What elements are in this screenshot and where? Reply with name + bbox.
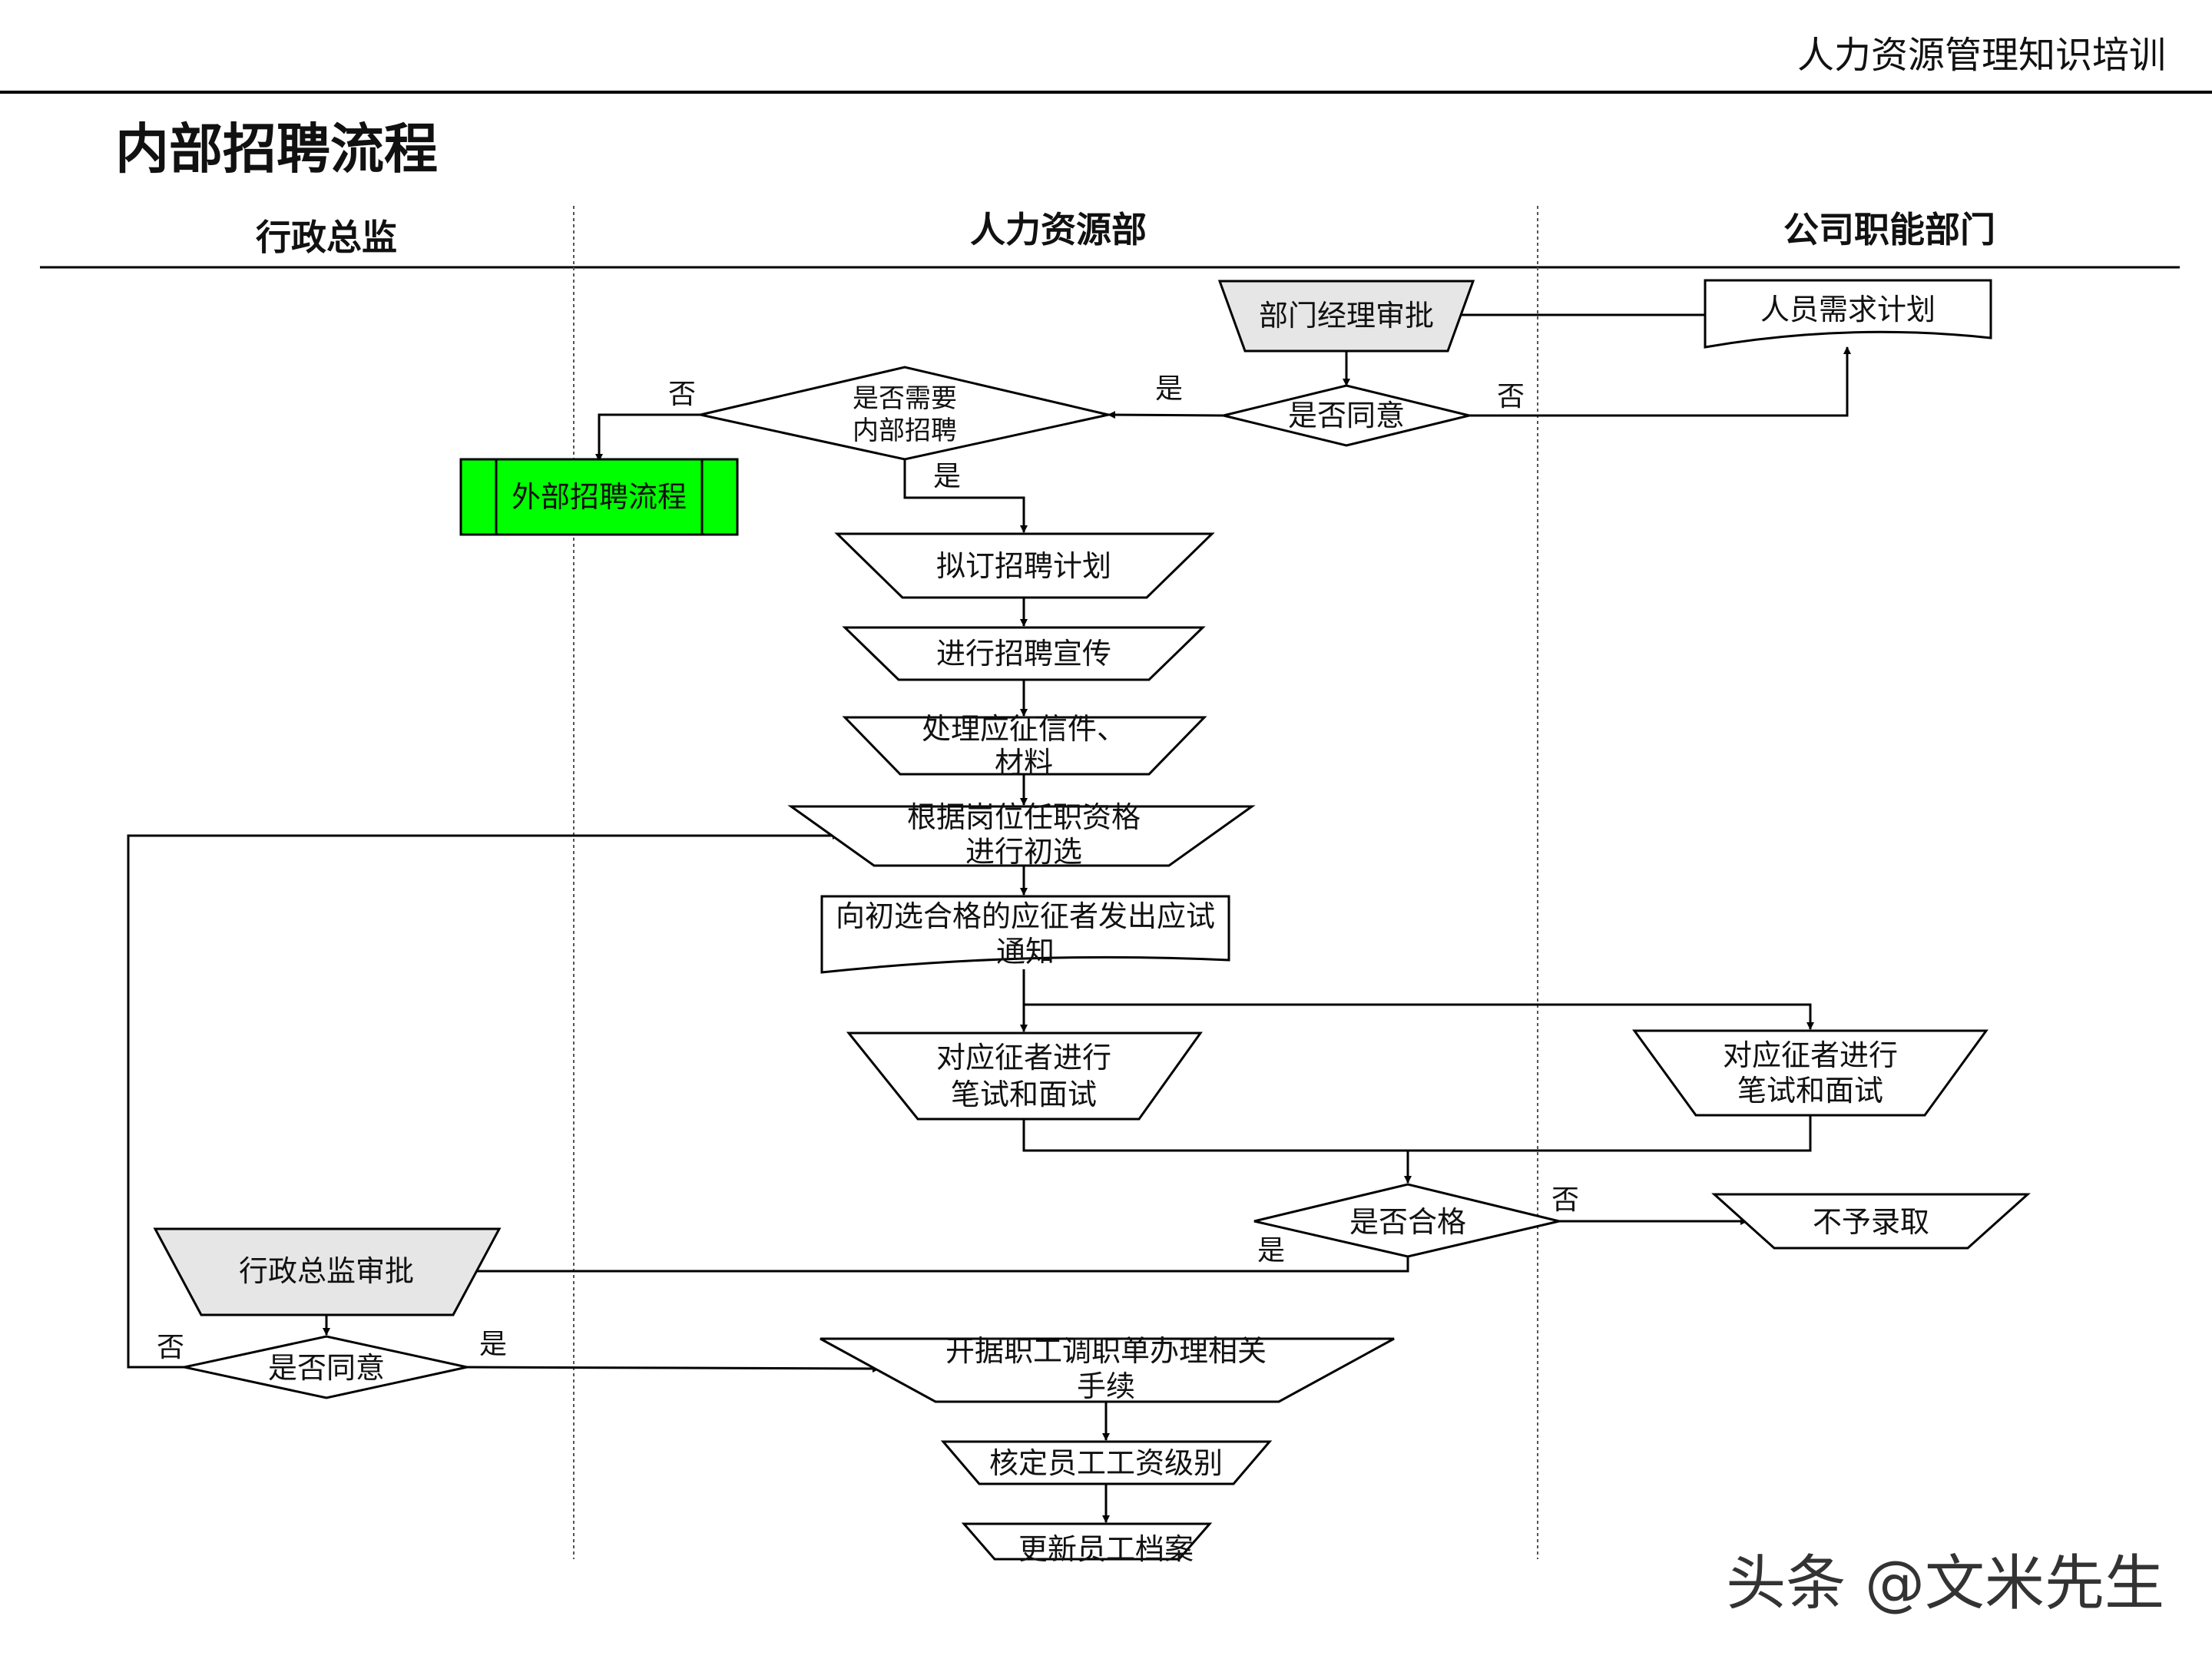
line-hr-interview-merge (1022, 1115, 1812, 1152)
label-agree2-no: 否 (157, 1332, 184, 1363)
node-initial-screening: 根据岗位任职资格 进行初选 (787, 800, 1256, 869)
label-qualified-yes: 是 (1257, 1235, 1285, 1267)
svg-text:处理应征信件、: 处理应征信件、 (922, 712, 1126, 746)
svg-text:笔试和面试: 笔试和面试 (1737, 1074, 1883, 1108)
lane-functional-departments: 公司职能部门 (1783, 209, 1995, 250)
node-dept-exam-interview: 对应征者进行 笔试和面试 (1632, 1029, 1988, 1117)
arrow-agree2-yes-to-transfer (466, 1364, 880, 1373)
node-staff-demand-plan: 人员需求计划 (1704, 279, 1992, 349)
svg-text:内部招聘: 内部招聘 (853, 416, 957, 446)
svg-text:是否同意: 是否同意 (268, 1351, 385, 1385)
svg-text:更新员工档案: 更新员工档案 (1018, 1532, 1194, 1566)
arrow-agree2-no-to-screening (127, 832, 840, 1369)
arrow-agree-no-to-demand (1469, 346, 1851, 417)
label-qualified-no: 否 (1551, 1184, 1579, 1216)
arrow-qualified-yes-to-director (465, 1257, 1409, 1275)
svg-text:是否合格: 是否合格 (1349, 1205, 1466, 1239)
watermark: 头条 @文米先生 (1726, 1549, 2164, 1618)
svg-text:是否同意: 是否同意 (1288, 399, 1405, 432)
lane-admin-director: 行政总监 (256, 217, 397, 258)
arrow-need-no-to-external (595, 413, 700, 462)
svg-text:通知: 通知 (996, 935, 1055, 969)
node-not-hired: 不予录取 (1711, 1193, 2031, 1250)
svg-text:对应征者进行: 对应征者进行 (936, 1041, 1111, 1075)
node-recruit-publicity: 进行招聘宣传 (842, 626, 1206, 681)
svg-text:进行招聘宣传: 进行招聘宣传 (936, 637, 1111, 671)
label-agree1-yes: 是 (1155, 373, 1183, 405)
decision-need-internal-recruit: 是否需要 内部招聘 (700, 366, 1109, 461)
node-process-letters: 处理应征信件、 材料 (842, 712, 1207, 780)
arrow-need-yes-to-plan (903, 459, 1028, 533)
node-dept-manager-approval: 部门经理审批 (1217, 280, 1475, 353)
label-need-yes: 是 (933, 461, 961, 492)
connectors (127, 311, 1851, 1523)
node-external-recruit-process: 外部招聘流程 (459, 458, 739, 536)
svg-text:部门经理审批: 部门经理审批 (1259, 299, 1434, 333)
arrow-notice-to-dept-interview (1024, 1003, 1814, 1030)
svg-text:手续: 手续 (1077, 1369, 1135, 1403)
svg-text:开据职工调职单办理相关: 开据职工调职单办理相关 (945, 1334, 1267, 1368)
svg-text:外部招聘流程: 外部招聘流程 (512, 480, 687, 514)
node-transfer-order: 开据职工调职单办理相关 手续 (820, 1334, 1395, 1403)
svg-text:对应征者进行: 对应征者进行 (1723, 1038, 1898, 1072)
lane-hr-department: 人力资源部 (970, 209, 1147, 250)
svg-text:不予录取: 不予录取 (1813, 1205, 1929, 1239)
svg-text:是否需要: 是否需要 (853, 383, 957, 414)
svg-text:向初选合格的应征者发出应试: 向初选合格的应征者发出应试 (836, 899, 1215, 933)
page-title: 内部招聘流程 (115, 118, 438, 180)
node-update-records: 更新员工档案 (961, 1522, 1213, 1566)
svg-text:拟订招聘计划: 拟订招聘计划 (936, 549, 1111, 583)
label-need-no: 否 (668, 379, 696, 410)
node-hr-exam-interview: 对应征者进行 笔试和面试 (846, 1031, 1203, 1121)
course-title: 人力资源管理知识培训 (1797, 34, 2166, 77)
svg-text:材料: 材料 (995, 746, 1053, 780)
arrow-agree-yes-to-need (1108, 411, 1224, 419)
decision-agree-1: 是否同意 (1223, 384, 1470, 447)
svg-text:人员需求计划: 人员需求计划 (1760, 293, 1936, 326)
svg-text:笔试和面试: 笔试和面试 (951, 1078, 1097, 1111)
svg-text:核定员工工资级别: 核定员工工资级别 (989, 1446, 1223, 1480)
svg-text:进行初选: 进行初选 (965, 835, 1082, 869)
node-send-interview-notice: 向初选合格的应征者发出应试 通知 (820, 895, 1230, 974)
node-draft-recruit-plan: 拟订招聘计划 (834, 532, 1215, 599)
label-agree1-no: 否 (1497, 381, 1525, 412)
decision-qualified: 是否合格 (1253, 1183, 1560, 1258)
node-director-approval: 行政总监审批 (153, 1227, 502, 1316)
node-determine-salary: 核定员工工资级别 (940, 1440, 1273, 1485)
svg-text:行政总监审批: 行政总监审批 (239, 1254, 414, 1288)
decision-agree-2: 是否同意 (184, 1335, 468, 1399)
svg-text:根据岗位任职资格: 根据岗位任职资格 (907, 800, 1141, 834)
label-agree2-yes: 是 (479, 1329, 507, 1360)
